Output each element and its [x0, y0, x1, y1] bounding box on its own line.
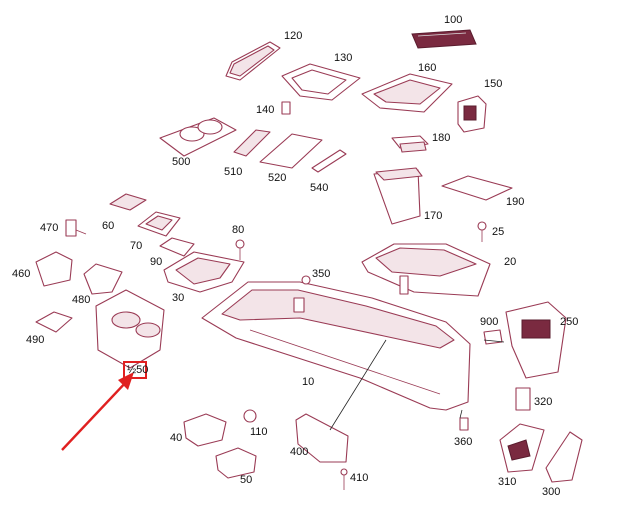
- part-140-switch: [457, 95, 487, 133]
- part-490-pad: [35, 311, 73, 333]
- part-360-pin: [459, 417, 469, 431]
- part-90-gasket: [159, 237, 195, 257]
- label-20: 20: [504, 256, 517, 268]
- part-25-screw: [477, 221, 487, 242]
- part-400-bracket: [295, 413, 349, 463]
- label-350: 350: [312, 268, 331, 280]
- label-160: 170: [424, 210, 443, 222]
- label-480: 480: [72, 294, 91, 306]
- part-10-console-body: [201, 281, 471, 411]
- label-50: 50: [240, 474, 253, 486]
- label-320: 320: [534, 396, 553, 408]
- part-170-insert: [391, 135, 429, 153]
- part-510-strip: [233, 129, 271, 157]
- part-300-side-panel: [545, 431, 583, 483]
- label-250: 250: [560, 316, 579, 328]
- part-100-cover: [225, 41, 281, 81]
- part-190-grille: [411, 29, 477, 49]
- part-cupholder-assembly: [95, 289, 165, 369]
- label-410: 410: [350, 472, 369, 484]
- label-cupholder-highlight: ½50: [127, 364, 149, 376]
- part-320-connector: [515, 387, 531, 411]
- part-110-clip: [243, 409, 257, 423]
- label-360: 360: [454, 436, 473, 448]
- label-90: 90: [150, 256, 163, 268]
- label-100: 120: [284, 30, 303, 42]
- label-140: 150: [484, 78, 503, 90]
- label-190: 100: [444, 14, 463, 26]
- label-60: 60: [102, 220, 115, 232]
- label-460: 460: [12, 268, 31, 280]
- part-460-bin: [35, 251, 73, 287]
- part-470-switch: [65, 219, 87, 237]
- label-500: 500: [172, 156, 191, 168]
- leader-lines: [329, 339, 505, 431]
- label-80: 80: [232, 224, 245, 236]
- label-120: 130: [334, 52, 353, 64]
- label-130: 140: [256, 104, 275, 116]
- label-25: 25: [492, 226, 505, 238]
- part-540-strip: [311, 149, 347, 173]
- part-150-frame: [361, 73, 453, 113]
- part-50-connector: [215, 447, 257, 479]
- label-540: 540: [310, 182, 329, 194]
- label-110: 110: [250, 426, 268, 438]
- part-120-frame: [281, 63, 361, 101]
- part-60-grille: [109, 193, 147, 211]
- part-130-clip: [281, 101, 291, 115]
- part-80-screw: [235, 239, 245, 260]
- label-40: 40: [170, 432, 183, 444]
- part-480-clip: [83, 263, 123, 295]
- part-310-box: [499, 423, 545, 473]
- label-10: 10: [302, 376, 315, 388]
- part-500-cupholder-trim: [159, 117, 237, 157]
- label-170: 180: [432, 132, 451, 144]
- part-250-rear-vent: [505, 301, 567, 379]
- label-70: 70: [130, 240, 143, 252]
- part-20-armrest-housing: [361, 243, 491, 297]
- label-180: 190: [506, 196, 525, 208]
- part-160-storage-bin: [373, 167, 423, 225]
- part-30-carrier: [163, 251, 245, 293]
- highlight-callout: [61, 361, 147, 451]
- part-40-connector: [183, 413, 227, 447]
- label-510: 510: [224, 166, 243, 178]
- label-470: 470: [40, 222, 59, 234]
- part-70-tray: [137, 211, 181, 237]
- label-30: 30: [172, 292, 185, 304]
- label-490: 490: [26, 334, 45, 346]
- label-310: 310: [498, 476, 517, 488]
- label-520: 520: [268, 172, 287, 184]
- label-300: 300: [542, 486, 561, 498]
- part-350-nut: [301, 275, 311, 285]
- label-150: 160: [418, 62, 437, 74]
- part-410-screw: [340, 468, 348, 490]
- label-400: 400: [290, 446, 309, 458]
- part-180-mat: [441, 175, 513, 201]
- part-520-lid: [259, 133, 323, 169]
- label-900: 900: [480, 316, 499, 328]
